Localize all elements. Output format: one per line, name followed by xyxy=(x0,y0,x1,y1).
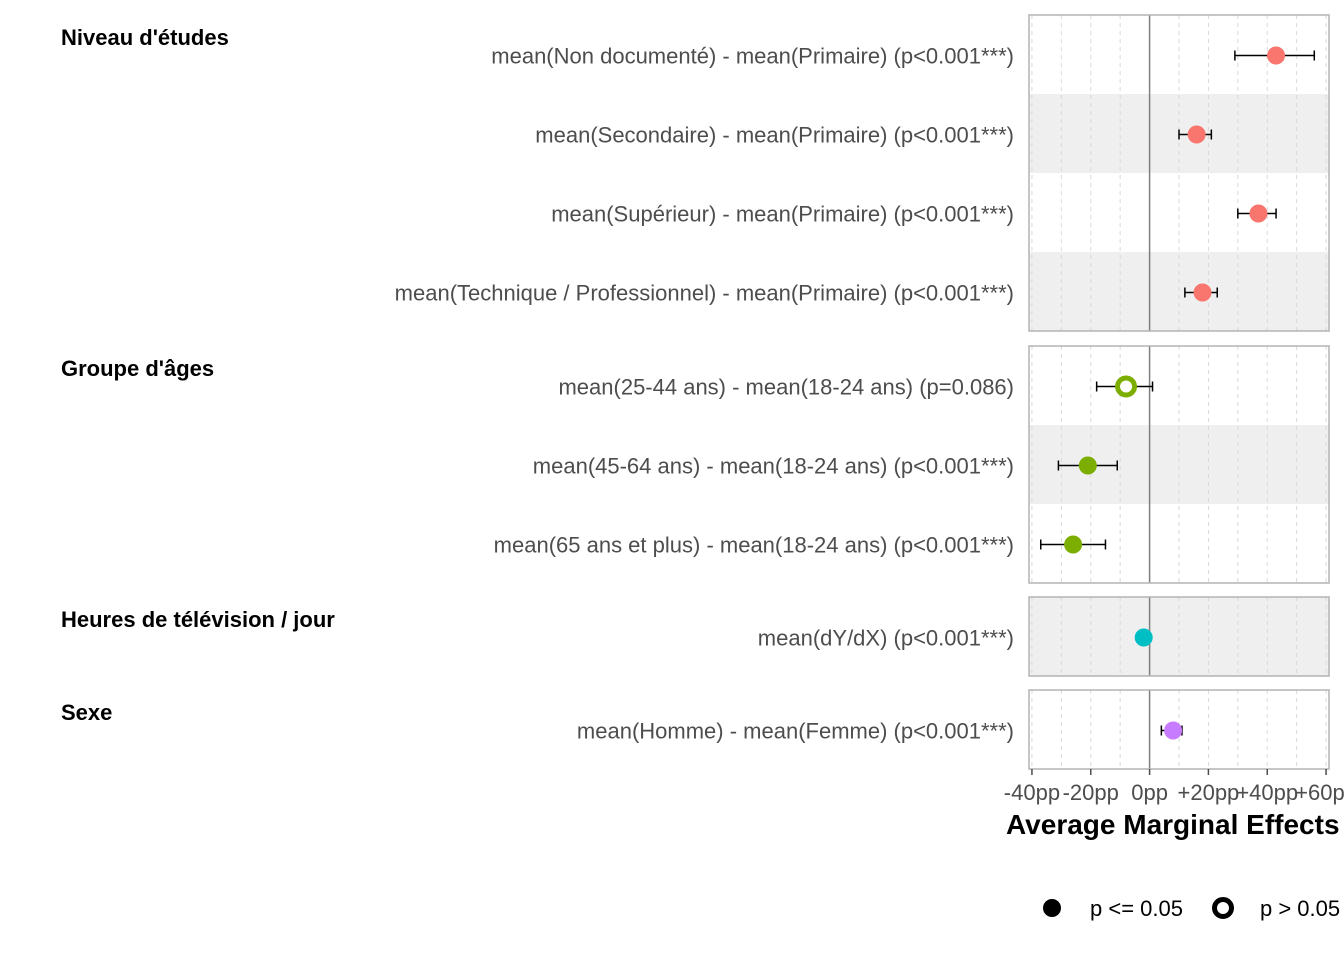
facet-panels: Niveau d'études mean(Non documenté) - mea… xyxy=(61,14,1330,770)
legend-key-filled xyxy=(1043,899,1061,917)
point-estimate xyxy=(1164,721,1183,740)
x-tick-label: -20pp xyxy=(1063,780,1119,805)
panel-border xyxy=(1028,689,1330,770)
point-estimate xyxy=(1134,628,1153,647)
point-estimate xyxy=(1115,375,1138,398)
panel-0: Niveau d'études mean(Non documenté) - mea… xyxy=(61,14,1330,332)
row-label: mean(Technique / Professionnel) - mean(P… xyxy=(395,281,1014,306)
row-label: mean(Non documenté) - mean(Primaire) (p<… xyxy=(491,44,1014,69)
panel-border xyxy=(1028,596,1330,677)
x-tick-label: +60pp xyxy=(1295,780,1344,805)
point-estimate xyxy=(1193,283,1212,302)
legend-label: p <= 0.05 xyxy=(1090,896,1183,921)
panel-3: Sexe mean(Homme) - mean(Femme) (p<0.001**… xyxy=(61,689,1330,770)
row-label: mean(Supérieur) - mean(Primaire) (p<0.00… xyxy=(551,202,1014,227)
x-tick-label: -40pp xyxy=(1004,780,1060,805)
group-title: Sexe xyxy=(61,700,112,725)
panel-1: Groupe d'âges mean(25-44 ans) - mean(18-2… xyxy=(61,345,1330,584)
row-label: mean(25-44 ans) - mean(18-24 ans) (p=0.0… xyxy=(558,375,1014,400)
group-title: Groupe d'âges xyxy=(61,356,214,381)
group-title: Niveau d'études xyxy=(61,25,229,50)
x-tick-label: +40pp xyxy=(1236,780,1298,805)
legend-label: p > 0.05 xyxy=(1260,896,1340,921)
x-axis-title: Average Marginal Effects xyxy=(1006,809,1340,840)
legend: p <= 0.05 p > 0.05 xyxy=(1043,896,1340,921)
point-estimate xyxy=(1267,46,1286,65)
x-tick-label: 0pp xyxy=(1131,780,1168,805)
panel-border xyxy=(1028,14,1330,332)
row-label: mean(dY/dX) (p<0.001***) xyxy=(758,626,1014,651)
point-estimate xyxy=(1064,535,1083,554)
group-title: Heures de télévision / jour xyxy=(61,607,335,632)
legend-key-hollow xyxy=(1212,897,1234,919)
point-estimate xyxy=(1078,456,1097,475)
panel-2: Heures de télévision / jour mean(dY/dX) (… xyxy=(61,596,1330,677)
row-label: mean(65 ans et plus) - mean(18-24 ans) (… xyxy=(494,533,1014,558)
x-axis: -40pp-20pp 0pp +20pp+40pp+60pp xyxy=(1004,769,1344,805)
row-label: mean(Secondaire) - mean(Primaire) (p<0.0… xyxy=(535,123,1014,148)
x-tick-label: +20pp xyxy=(1178,780,1240,805)
panel-border xyxy=(1028,345,1330,584)
point-estimate xyxy=(1249,204,1268,223)
point-estimate xyxy=(1187,125,1206,144)
row-label: mean(45-64 ans) - mean(18-24 ans) (p<0.0… xyxy=(533,454,1014,479)
row-label: mean(Homme) - mean(Femme) (p<0.001***) xyxy=(577,719,1014,744)
